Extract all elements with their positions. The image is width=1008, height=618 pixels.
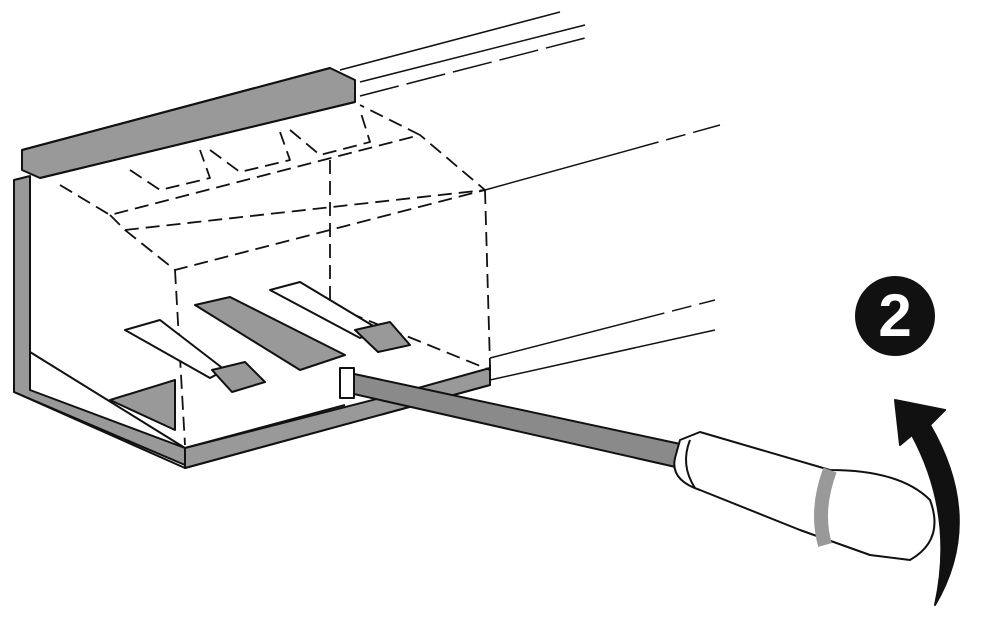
top-rail — [21, 67, 356, 179]
screwdriver — [339, 367, 936, 561]
rotation-arrow-icon — [894, 399, 960, 606]
spring-clamps — [124, 281, 411, 393]
step-number-badge: 2 — [855, 276, 935, 356]
extension-lines — [339, 11, 721, 381]
